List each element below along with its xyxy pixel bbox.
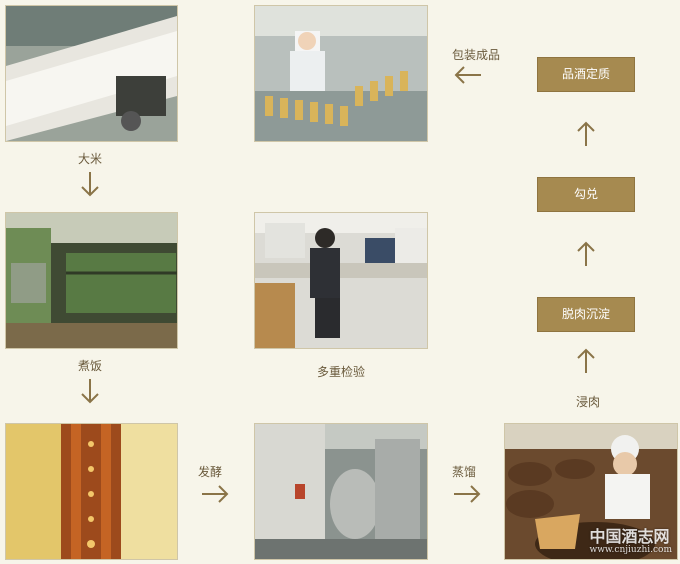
watermark-url: www.cnjiuzhi.com bbox=[589, 545, 672, 555]
watermark-name: 中国酒志网 bbox=[589, 527, 670, 546]
distillation-photo bbox=[254, 423, 428, 560]
step-distill-label: 蒸馏 bbox=[451, 465, 476, 479]
blend-box: 勾兑 bbox=[537, 177, 635, 212]
arrow-down-icon bbox=[80, 377, 100, 405]
step-soak-label: 浸肉 bbox=[575, 395, 600, 409]
arrow-up-icon bbox=[576, 347, 596, 375]
packaging-photo bbox=[254, 5, 428, 142]
rice-photo bbox=[5, 5, 178, 142]
taste-quality-box: 品酒定质 bbox=[537, 57, 635, 92]
step-inspect-label: 多重检验 bbox=[316, 365, 365, 379]
inspection-photo bbox=[254, 212, 428, 349]
arrow-left-icon bbox=[453, 65, 483, 85]
site-watermark: 中国酒志网 www.cnjiuzhi.com bbox=[590, 529, 672, 556]
step-rice-label: 大米 bbox=[77, 152, 102, 166]
arrow-right-icon bbox=[452, 484, 482, 504]
arrow-up-icon bbox=[576, 240, 596, 268]
arrow-up-icon bbox=[576, 120, 596, 148]
step-package-label: 包装成品 bbox=[451, 48, 500, 62]
step-ferment-label: 发酵 bbox=[197, 465, 222, 479]
soaking-photo bbox=[504, 423, 678, 560]
step-cook-label: 煮饭 bbox=[77, 359, 102, 373]
arrow-right-icon bbox=[200, 484, 230, 504]
cooking-photo bbox=[5, 212, 178, 349]
arrow-down-icon bbox=[80, 170, 100, 198]
degrease-settle-box: 脱肉沉淀 bbox=[537, 297, 635, 332]
fermentation-photo bbox=[5, 423, 178, 560]
